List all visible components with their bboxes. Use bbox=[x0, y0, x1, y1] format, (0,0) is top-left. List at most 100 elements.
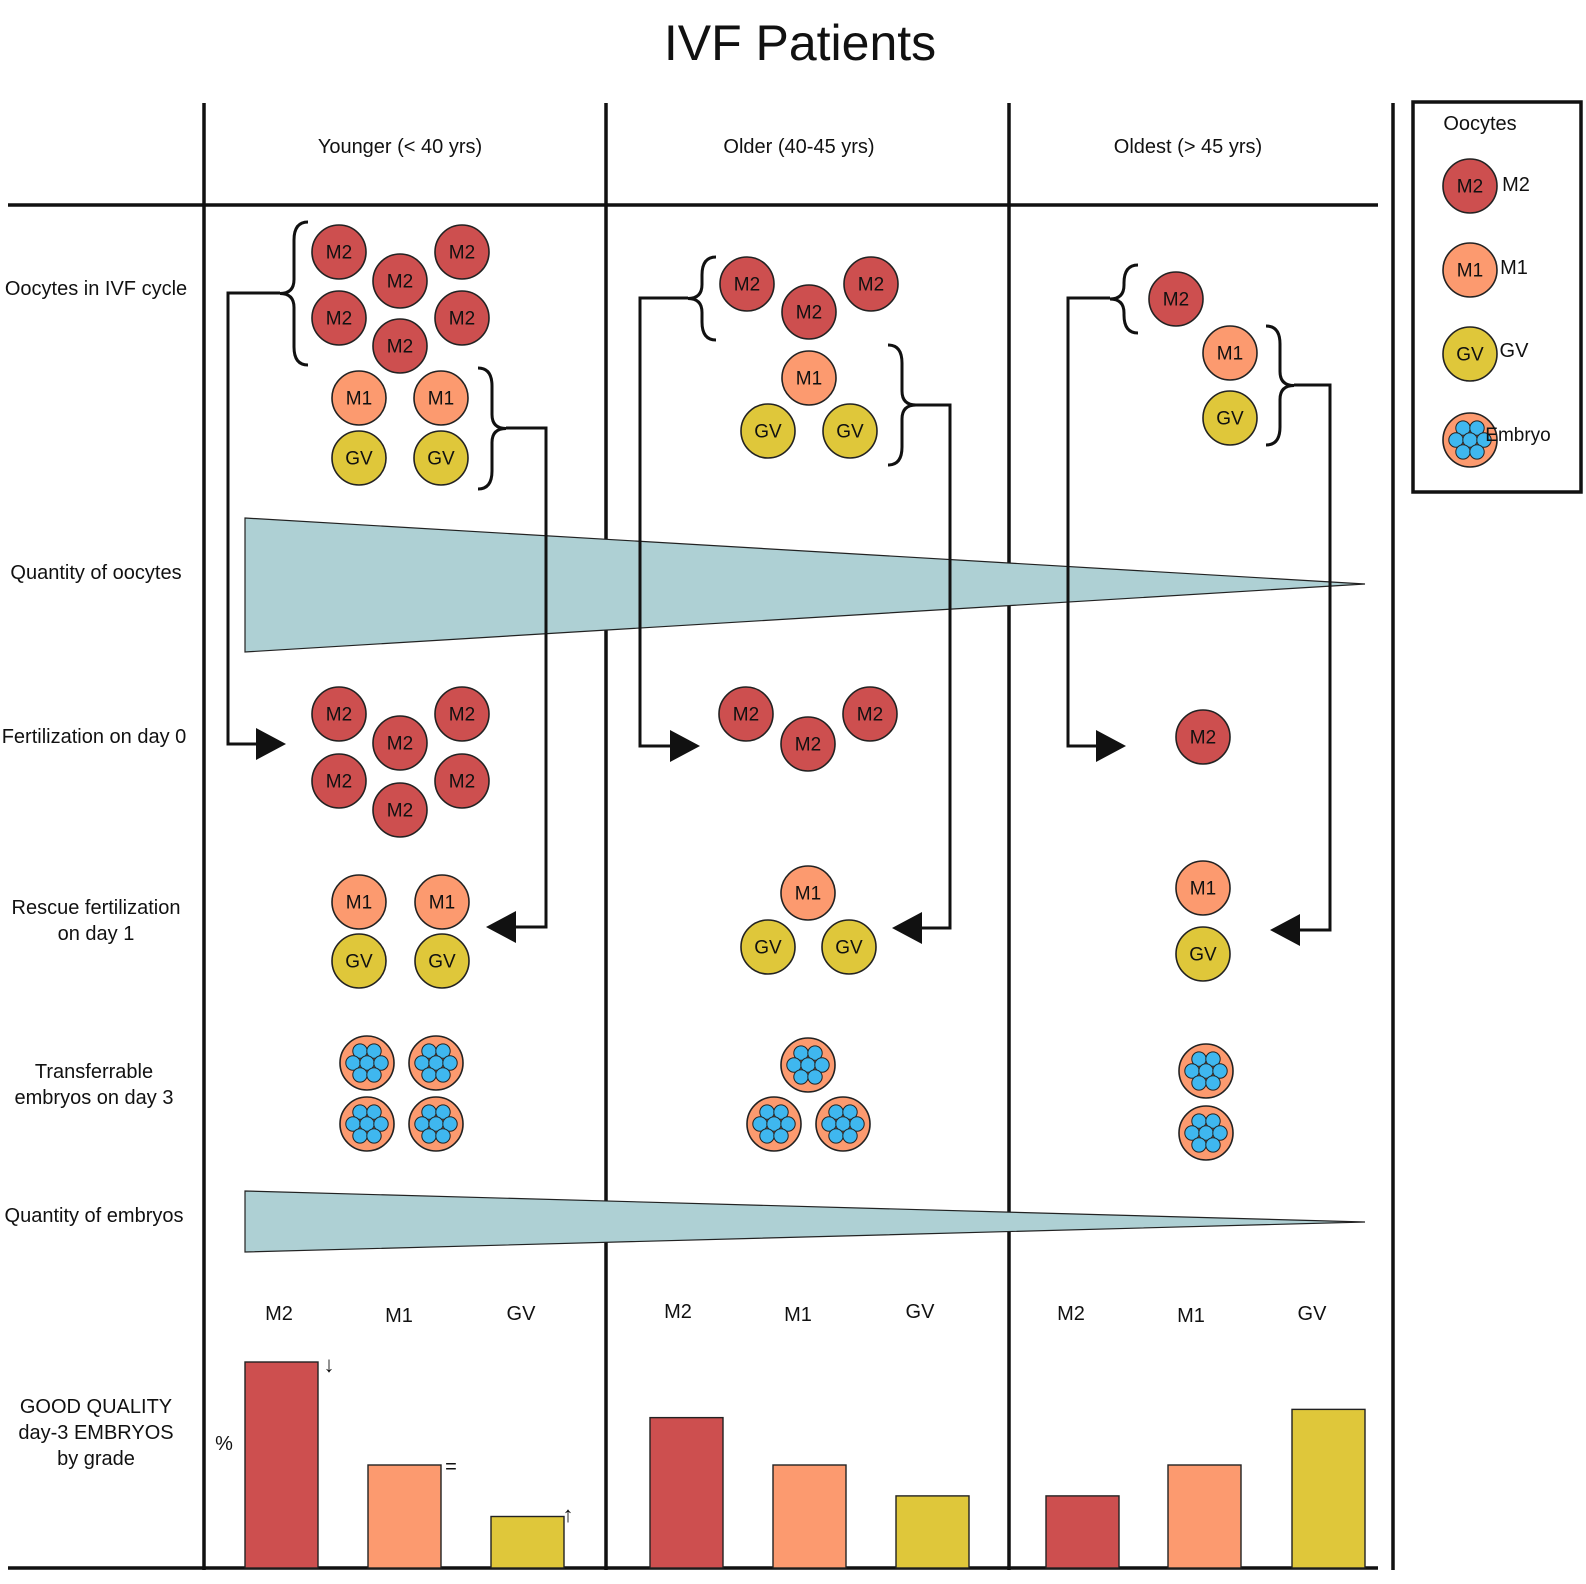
oocyte-label: M1 bbox=[796, 369, 822, 390]
legend-embryo-swatch bbox=[1442, 412, 1498, 468]
oocyte-circle bbox=[414, 874, 470, 930]
legend-box bbox=[1411, 100, 1583, 494]
blastomere bbox=[435, 1043, 451, 1059]
connector-m1gv-oldest bbox=[1294, 383, 1332, 932]
blastomere bbox=[1212, 1063, 1228, 1079]
oocyte-label: M2 bbox=[449, 309, 475, 330]
oocyte-label: M2 bbox=[734, 275, 760, 296]
oocyte-gv: GV bbox=[740, 403, 796, 459]
arrow-rescue-older bbox=[892, 912, 922, 944]
oocyte-m2: M2 bbox=[311, 686, 367, 742]
bracket-m1gv-older bbox=[887, 343, 917, 467]
oocyte-m1: M1 bbox=[331, 370, 387, 426]
blastomere bbox=[1205, 1137, 1221, 1153]
bar-m1 bbox=[367, 1464, 442, 1569]
oocyte-label: M2 bbox=[449, 243, 475, 264]
connector-m1gv-older bbox=[916, 403, 952, 930]
bar-m2 bbox=[244, 1361, 319, 1569]
oocyte-gv: GV bbox=[740, 919, 796, 975]
arrow-fertilization-younger bbox=[256, 728, 286, 760]
embryo bbox=[1178, 1043, 1234, 1099]
oocyte-m2: M2 bbox=[372, 318, 428, 374]
arrow-rescue-oldest bbox=[1270, 914, 1300, 946]
embryo bbox=[815, 1096, 871, 1152]
trend-marker-up: ↑ bbox=[563, 1502, 574, 1527]
blastomere bbox=[814, 1057, 830, 1073]
blastomere bbox=[759, 1128, 775, 1144]
blastomere bbox=[366, 1104, 382, 1120]
bar-m2 bbox=[649, 1416, 724, 1569]
oocyte-circle bbox=[780, 865, 836, 921]
blastomere bbox=[807, 1045, 823, 1061]
oocyte-gv: GV bbox=[1442, 326, 1498, 382]
connector-m2-oldest bbox=[1066, 296, 1110, 748]
oocyte-circle bbox=[434, 224, 490, 280]
oocyte-circle bbox=[311, 753, 367, 809]
column-header-younger: Younger (< 40 yrs) bbox=[318, 136, 482, 158]
blastomere bbox=[1455, 444, 1471, 460]
quality-bars bbox=[244, 1361, 1366, 1569]
oocyte-circle bbox=[434, 753, 490, 809]
row-label-rescue-line1: Rescue fertilization bbox=[12, 897, 181, 919]
oocyte-circle bbox=[1442, 242, 1498, 298]
oocyte-label: M1 bbox=[1457, 261, 1483, 282]
oocyte-circle bbox=[1148, 271, 1204, 327]
oocyte-circle bbox=[1175, 709, 1231, 765]
oocyte-gv: GV bbox=[1175, 926, 1231, 982]
legend-label-embryo: Embryo bbox=[1485, 425, 1550, 446]
oocyte-circle bbox=[843, 256, 899, 312]
oocyte-circle bbox=[434, 290, 490, 346]
oocyte-m2: M2 bbox=[719, 256, 775, 312]
row-label-good-quality-line3: by grade bbox=[57, 1448, 135, 1470]
grade-label-m1: M1 bbox=[784, 1304, 812, 1326]
oocyte-m2: M2 bbox=[434, 224, 490, 280]
grade-label-gv: GV bbox=[507, 1303, 537, 1325]
oocyte-label: M2 bbox=[796, 303, 822, 324]
blastomere bbox=[366, 1128, 382, 1144]
blastomere bbox=[352, 1067, 368, 1083]
oocyte-m2: M2 bbox=[311, 290, 367, 346]
oocyte-circle bbox=[1202, 390, 1258, 446]
oocyte-m2: M2 bbox=[1148, 271, 1204, 327]
embryo-quantity-wedge bbox=[244, 1190, 1366, 1253]
blastomere bbox=[1476, 432, 1492, 448]
blastomere bbox=[842, 1128, 858, 1144]
oocyte-circle bbox=[311, 686, 367, 742]
oocyte-label: M2 bbox=[1163, 290, 1189, 311]
oocyte-label: M2 bbox=[326, 705, 352, 726]
oocyte-label: GV bbox=[835, 938, 863, 959]
blastomere bbox=[435, 1104, 451, 1120]
oocyte-label: GV bbox=[1216, 409, 1244, 430]
bracket-m2-younger bbox=[279, 220, 309, 367]
oocyte-circle bbox=[740, 919, 796, 975]
blastomere bbox=[1212, 1125, 1228, 1141]
oocyte-m2: M2 bbox=[372, 253, 428, 309]
oocyte-label: M1 bbox=[795, 884, 821, 905]
oocyte-circle bbox=[718, 686, 774, 742]
oocyte-gv: GV bbox=[1202, 390, 1258, 446]
blastomere bbox=[842, 1104, 858, 1120]
blastomere bbox=[1191, 1137, 1207, 1153]
oocyte-gv: GV bbox=[413, 430, 469, 486]
page-title: IVF Patients bbox=[664, 15, 936, 71]
oocyte-circle bbox=[1175, 926, 1231, 982]
blastomere bbox=[780, 1116, 796, 1132]
embryo bbox=[1178, 1105, 1234, 1161]
oocyte-m2: M2 bbox=[311, 753, 367, 809]
oocyte-label: M1 bbox=[346, 389, 372, 410]
grade-label-m2: M2 bbox=[664, 1301, 692, 1323]
oocyte-label: M2 bbox=[795, 735, 821, 756]
row-label-quantity-oocytes: Quantity of oocytes bbox=[10, 562, 181, 584]
oocyte-label: M2 bbox=[387, 337, 413, 358]
oocyte-m2: M2 bbox=[1175, 709, 1231, 765]
oocyte-circle bbox=[331, 370, 387, 426]
blastomere bbox=[1205, 1051, 1221, 1067]
grade-label-gv: GV bbox=[906, 1301, 936, 1323]
oocyte-m2: M2 bbox=[843, 256, 899, 312]
oocyte-label: GV bbox=[428, 952, 456, 973]
oocyte-label: M2 bbox=[1190, 728, 1216, 749]
oocyte-label: M2 bbox=[733, 705, 759, 726]
oocyte-label: M2 bbox=[449, 772, 475, 793]
oocyte-m2: M2 bbox=[780, 716, 836, 772]
